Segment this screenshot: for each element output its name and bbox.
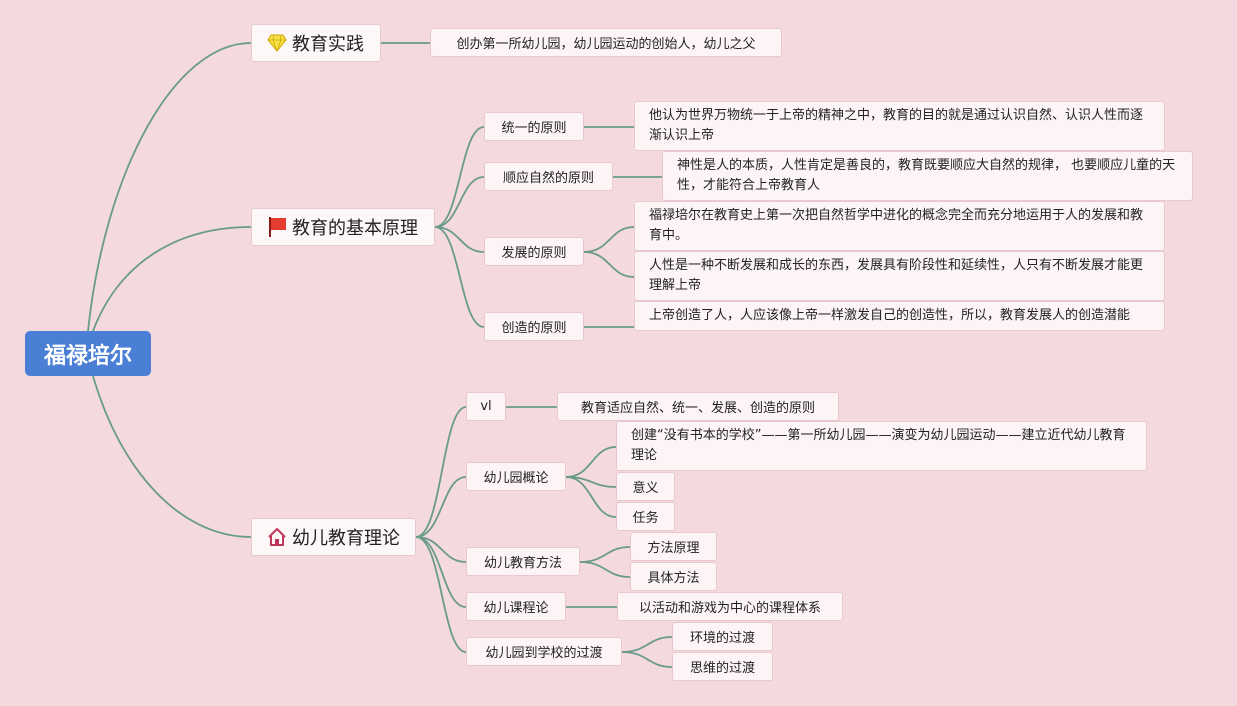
nature-leaf[interactable]: 神性是人的本质，人性肯定是善良的，教育既要顺应大自然的规律， 也要顺应儿童的天性… [662, 151, 1193, 201]
link-transition-leaf1 [621, 636, 673, 653]
root-node[interactable]: 福禄培尔 [25, 331, 151, 376]
link-theory-transition [415, 536, 467, 653]
link-theory-vl [415, 406, 467, 538]
link-root-principles [92, 226, 252, 332]
link-methods-leaf2 [579, 561, 631, 578]
transition-leaf-2[interactable]: 思维的过渡 [672, 652, 773, 681]
theory-transition[interactable]: 幼儿园到学校的过渡 [466, 637, 622, 666]
red-flag-icon [266, 216, 288, 238]
kindergarten-leaf-2[interactable]: 意义 [616, 472, 675, 501]
diamond-icon [266, 32, 288, 54]
branch-principles[interactable]: 教育的基本原理 [251, 208, 435, 246]
theory-vl[interactable]: vl [466, 392, 506, 421]
practice-leaf[interactable]: 创办第一所幼儿园，幼儿园运动的创始人，幼儿之父 [430, 28, 782, 57]
theory-kindergarten[interactable]: 幼儿园概论 [466, 462, 566, 491]
root-label: 福禄培尔 [43, 343, 132, 369]
methods-leaf-2[interactable]: 具体方法 [630, 562, 717, 591]
vl-leaf[interactable]: 教育适应自然、统一、发展、创造的原则 [557, 392, 839, 421]
link-methods-leaf1 [579, 546, 631, 563]
principle-nature[interactable]: 顺应自然的原则 [484, 162, 613, 191]
theory-methods[interactable]: 幼儿教育方法 [466, 547, 580, 576]
link-principles-development [434, 226, 485, 253]
link-transition-leaf2 [621, 651, 673, 668]
link-kindergarten-leaf3 [565, 476, 617, 518]
theory-curriculum[interactable]: 幼儿课程论 [466, 592, 566, 621]
unity-leaf[interactable]: 他认为世界万物统一于上帝的精神之中，教育的目的就是通过认识自然、认识人性而逐渐认… [634, 101, 1165, 151]
branch-principles-label: 教育的基本原理 [292, 218, 418, 239]
link-kindergarten-leaf1 [565, 446, 617, 478]
kindergarten-leaf-1[interactable]: 创建“没有书本的学校”——第一所幼儿园——演变为幼儿园运动——建立近代幼儿教育理… [616, 421, 1147, 471]
branch-practice[interactable]: 教育实践 [251, 24, 381, 62]
house-icon [266, 526, 288, 548]
development-leaf-2[interactable]: 人性是一种不断发展和成长的东西，发展具有阶段性和延续性，人只有不断发展才能更理解… [634, 251, 1165, 301]
branch-theory[interactable]: 幼儿教育理论 [251, 518, 416, 556]
link-development-leaf1 [583, 226, 635, 253]
kindergarten-leaf-3[interactable]: 任务 [616, 502, 675, 531]
principle-unity[interactable]: 统一的原则 [484, 112, 584, 141]
principle-creation[interactable]: 创造的原则 [484, 312, 584, 341]
link-development-leaf2 [583, 251, 635, 278]
link-root-theory [92, 375, 252, 538]
link-theory-kindergarten [415, 476, 467, 538]
transition-leaf-1[interactable]: 环境的过渡 [672, 622, 773, 651]
development-leaf-1[interactable]: 福禄培尔在教育史上第一次把自然哲学中进化的概念完全而充分地运用于人的发展和教育中… [634, 201, 1165, 251]
link-principles-unity [434, 126, 485, 228]
curriculum-leaf[interactable]: 以活动和游戏为中心的课程体系 [617, 592, 843, 621]
link-root-practice [87, 42, 252, 332]
creation-leaf[interactable]: 上帝创造了人，人应该像上帝一样激发自己的创造性，所以，教育发展人的创造潜能 [634, 301, 1165, 331]
branch-theory-label: 幼儿教育理论 [292, 528, 400, 549]
link-principles-creation [434, 226, 485, 328]
branch-practice-label: 教育实践 [292, 34, 364, 55]
link-principles-nature [434, 176, 485, 228]
methods-leaf-1[interactable]: 方法原理 [630, 532, 717, 561]
link-theory-curriculum [415, 536, 467, 608]
principle-development[interactable]: 发展的原则 [484, 237, 584, 266]
